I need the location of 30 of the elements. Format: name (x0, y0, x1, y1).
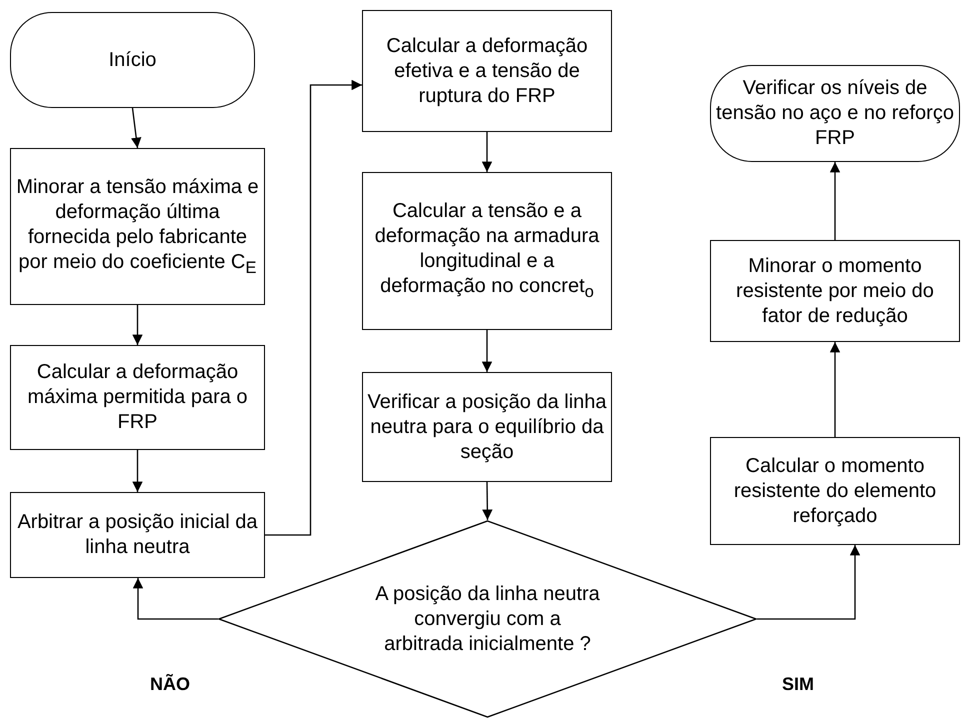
arrow (482, 330, 492, 372)
arrow (482, 132, 492, 172)
arrow (131, 108, 142, 148)
process-box (710, 437, 960, 545)
process-box (362, 10, 612, 132)
node-text: Minorar a tensão máxima e deformação última fornecida pelo fabricante por meio do coeficiente C$_{E}$ (15, 174, 260, 278)
process-box (10, 345, 265, 450)
node-text: Arbitrar a posição inicial da linha neutra (16, 510, 259, 560)
process-box (10, 148, 265, 305)
node-text: Início (108, 48, 158, 72)
node-text: Verificar os níveis de tensão no aço e no reforço FRP (715, 76, 955, 151)
process-box (362, 172, 612, 330)
process-box (710, 240, 960, 342)
arrow (265, 80, 362, 536)
arrow (757, 545, 860, 620)
process-box (362, 372, 612, 482)
node-text: Minorar o momento resistente por meio do fator de redução (735, 254, 935, 328)
arrow (830, 162, 840, 240)
process-box (10, 492, 265, 578)
node-text: Calcular a deformação máxima permitida para o FRP (26, 360, 249, 435)
node-text: Calcular a tensão e a deformação na armadura longitudinal e a deformação no concret$_{o}$ (374, 199, 600, 303)
arrow (830, 342, 840, 437)
arrow (132, 578, 218, 620)
arrow (132, 305, 143, 345)
node-text: Calcular a deformação efetiva e a tensão de ruptura do FRP (385, 34, 589, 108)
node-text: Verificar a posição da linha neutra para o equilíbrio da seção (366, 390, 608, 464)
node-text: Calcular o momento resistente do elemento reforçado (732, 454, 938, 528)
node-text: A posição da linha neutra convergiu com a arbitrada inicialmente ? (374, 582, 601, 656)
arrow (482, 482, 493, 520)
arrow (132, 450, 143, 492)
